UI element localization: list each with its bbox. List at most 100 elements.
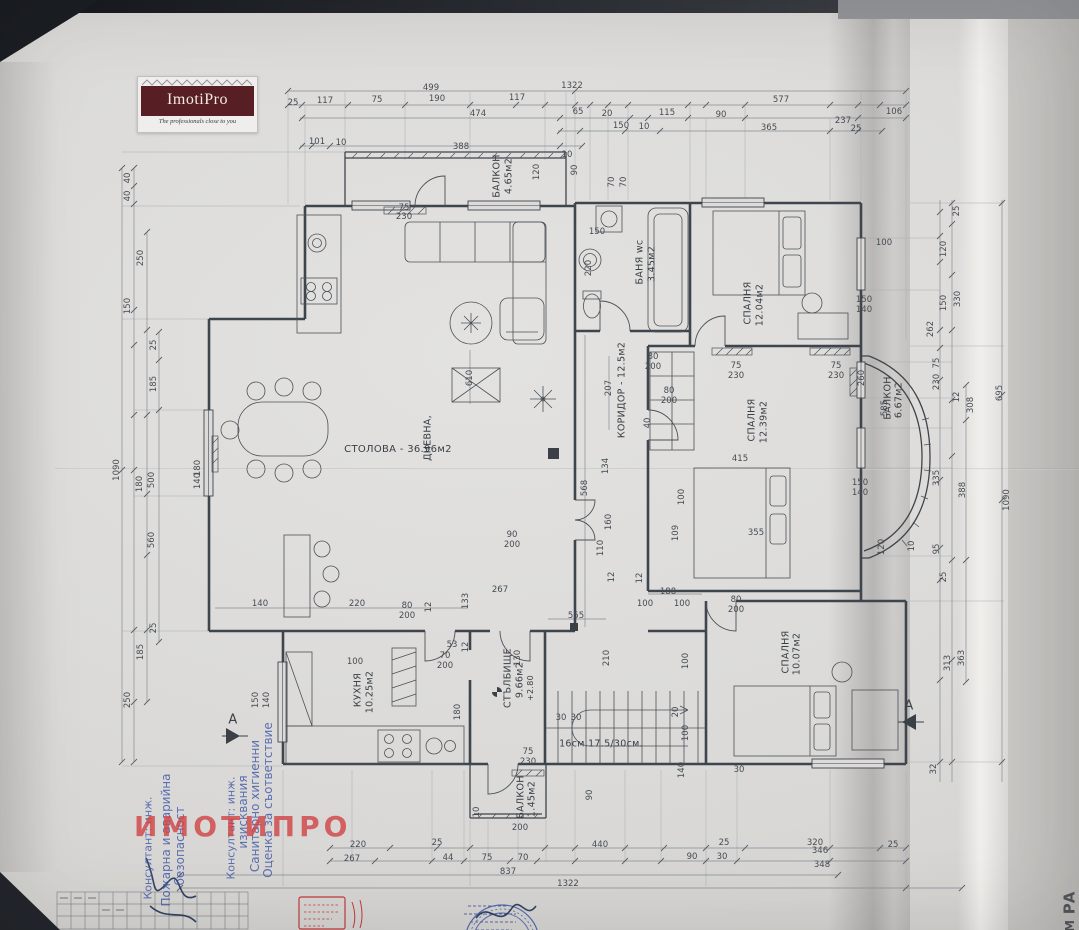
dimension-label: 100	[875, 237, 893, 248]
dimension-label: 90	[715, 109, 727, 120]
dimension-lines	[121, 90, 1003, 889]
dimension-label: 577	[772, 94, 790, 105]
dimension-label: 440	[591, 839, 609, 850]
dimension-label: 20	[601, 108, 613, 119]
dimension-label: 230	[519, 756, 537, 767]
room-label: СТОЛОВА - 36.96м2	[344, 444, 452, 455]
dimension-label: 30	[570, 712, 582, 723]
dimension-label: 150	[851, 477, 869, 488]
dimension-label: 200	[644, 361, 662, 372]
handwritten-signature	[145, 857, 537, 923]
dimension-label: 117	[316, 95, 334, 106]
dimension-label: 267	[491, 584, 509, 595]
dimension-label: 100	[673, 598, 691, 609]
dimension-label: 388	[452, 141, 470, 152]
logo-tagline: The professionals close to you	[158, 118, 237, 125]
room-label: А	[228, 712, 238, 728]
dimension-label: 80	[663, 385, 675, 396]
dimension-label: 474	[469, 108, 487, 119]
dimension-label: 117	[508, 92, 526, 103]
dimension-label: 10	[561, 149, 573, 160]
dimension-label: 80	[647, 351, 659, 362]
radiators	[211, 206, 858, 777]
staircase	[545, 691, 706, 764]
dimension-label: 75	[830, 360, 842, 371]
dimension-label: 555	[567, 610, 585, 621]
logo-title: ImotiPro	[167, 91, 228, 108]
dimension-label: 75	[730, 360, 742, 371]
dimension-label: 230	[727, 370, 745, 381]
dimension-label: 75	[398, 202, 410, 213]
dimension-label: 53	[446, 639, 458, 650]
dimension-label: 65	[572, 106, 584, 117]
logo-box: ImotiPro	[141, 86, 254, 116]
photo-corner-top-left	[0, 0, 100, 62]
dimension-label: 200	[660, 395, 678, 406]
dimension-label: 80	[730, 594, 742, 605]
section-lines	[222, 721, 924, 737]
dimension-label: 200	[398, 610, 416, 621]
dimension-label: 220	[348, 598, 366, 609]
dimension-label: 348	[813, 859, 831, 870]
room-label: 16см.17.5/30см.	[559, 738, 643, 750]
dimension-label: 70	[439, 650, 451, 661]
dimension-label: 80	[401, 600, 413, 611]
dimension-label: 115	[658, 107, 676, 118]
dimension-label: 75	[481, 852, 493, 863]
dimension-label: 237	[834, 115, 852, 126]
roofline-decoration	[142, 79, 253, 86]
dimension-label: 365	[760, 122, 778, 133]
dimension-label: 230	[827, 370, 845, 381]
dimension-label: 140	[251, 598, 269, 609]
photo-top-right-edge	[838, 0, 1079, 19]
photo-corner-bottom-left	[0, 872, 60, 930]
photo-top-edge	[0, 0, 838, 13]
title-block-grid	[56, 891, 249, 930]
dimension-label: 499	[422, 82, 440, 93]
dimension-label: 90	[506, 529, 518, 540]
dimension-label: 90	[686, 851, 698, 862]
dimension-label: 150	[588, 226, 606, 237]
dimension-ticks	[118, 87, 1006, 892]
dimension-label: 200	[503, 539, 521, 550]
dimension-label: 355	[747, 527, 765, 538]
dimension-label: 106	[885, 106, 903, 117]
dimension-label: 25	[718, 837, 730, 848]
dimension-label: 200	[511, 822, 529, 833]
dimension-label: 30	[733, 764, 745, 775]
fold-shadow	[828, 13, 910, 930]
dimension-label: 230	[395, 211, 413, 222]
dimension-label: 267	[343, 853, 361, 864]
dimension-label: 140	[851, 487, 869, 498]
bathroom-fixtures	[578, 205, 689, 333]
dimension-label: 70	[517, 852, 529, 863]
dimension-label: 190	[428, 93, 446, 104]
paper-left-shadow	[0, 62, 56, 872]
dimension-label: 200	[727, 604, 745, 615]
dimension-label: 200	[436, 660, 454, 671]
paper-right-section	[1008, 19, 1079, 930]
dimension-label: 320	[806, 837, 824, 848]
dimension-label: 25	[887, 839, 899, 850]
dimension-label: 837	[499, 866, 517, 877]
dimension-label: 100	[636, 598, 654, 609]
dimension-label: 188	[659, 586, 677, 597]
horizontal-crease	[55, 468, 1079, 470]
furniture	[220, 210, 899, 765]
dimension-label: 101	[308, 136, 326, 147]
dimension-label: 150	[612, 120, 630, 131]
windows	[203, 197, 885, 769]
dimension-label: 1322	[557, 878, 579, 889]
dimension-label: 150	[855, 294, 873, 305]
railing-hatch	[351, 152, 932, 819]
dimension-label: 10	[638, 121, 650, 132]
dimension-label: 25	[287, 97, 299, 108]
blue-round-stamp	[464, 904, 538, 930]
dimension-label: 75	[371, 94, 383, 105]
balcony-railings	[344, 151, 931, 819]
